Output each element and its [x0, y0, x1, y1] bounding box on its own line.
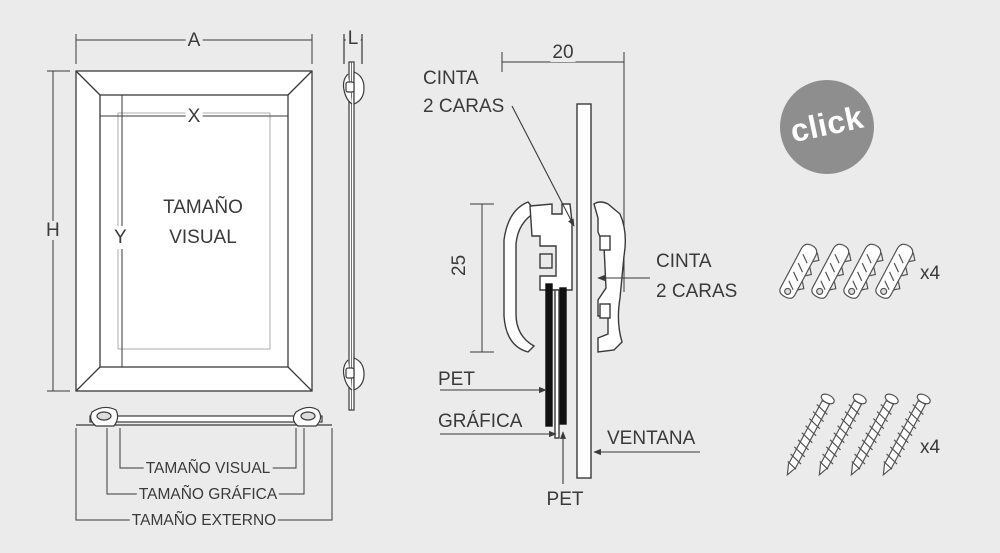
bottom-view [76, 406, 332, 427]
visual-size-line1: TAMAÑO [163, 197, 243, 218]
window-label: VENTANA [607, 428, 696, 449]
plugs-quantity: x4 [920, 263, 941, 284]
visual-size-line2: VISUAL [169, 227, 237, 248]
click-badge: click [780, 80, 874, 174]
tape-right-line2: 2 CARAS [656, 281, 738, 302]
graphic-label: GRÁFICA [438, 411, 523, 432]
dim-y-label: Y [114, 226, 127, 249]
dim-25-label: 25 [449, 252, 470, 278]
screws-quantity: x4 [920, 437, 941, 458]
dim-a-label: A [185, 30, 203, 51]
graphic-size-label: TAMAÑO GRÁFICA [136, 486, 280, 503]
side-view [342, 34, 365, 411]
dim-h-label: H [44, 220, 62, 241]
screws [780, 391, 933, 479]
aluminium-profile [503, 103, 627, 479]
wall-plugs [777, 241, 921, 304]
tape-top-line2: 2 CARAS [423, 96, 505, 117]
tape-top-line1: CINTA [423, 68, 479, 89]
click-badge-text: click [787, 98, 867, 150]
visual-size-label: TAMAÑO VISUAL [143, 460, 273, 477]
tape-right-line1: CINTA [656, 251, 712, 272]
pet-top-label: PET [438, 369, 475, 390]
dim-l-label: L [345, 28, 361, 49]
pet-bottom-label: PET [546, 489, 584, 510]
dim-20-label: 20 [550, 42, 576, 63]
external-size-label: TAMAÑO EXTERNO [129, 512, 279, 529]
dim-x-label: X [185, 106, 203, 127]
